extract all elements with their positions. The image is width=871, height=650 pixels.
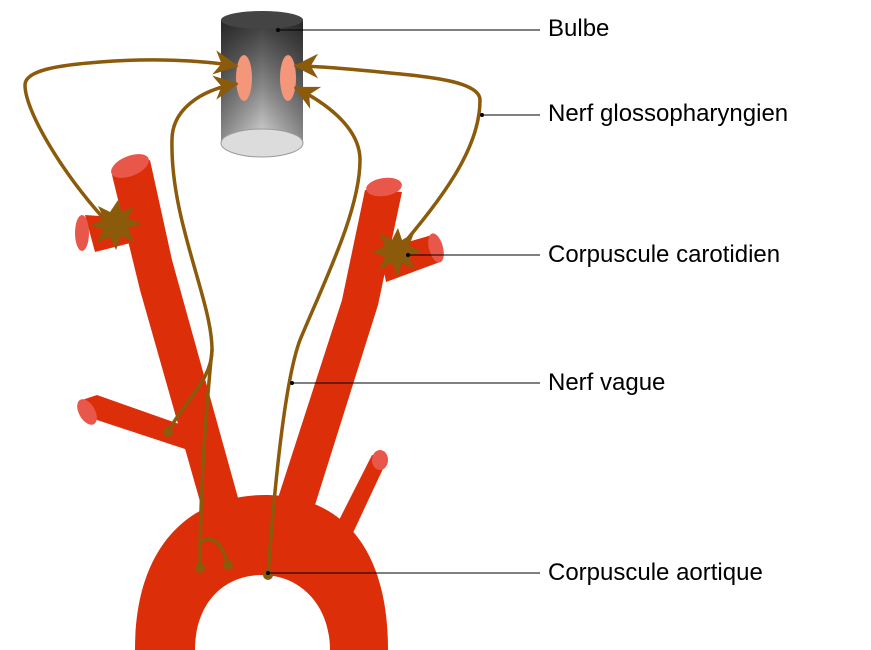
nucleus-left xyxy=(236,55,252,101)
label-nerf-vague: Nerf vague xyxy=(548,369,665,397)
artery-end xyxy=(75,215,89,251)
left-carotid xyxy=(112,160,240,512)
label-corpuscule-aortique: Corpuscule aortique xyxy=(548,559,763,587)
nucleus-right xyxy=(280,55,296,101)
label-bulbe: Bulbe xyxy=(548,15,609,43)
artery-end xyxy=(372,450,388,470)
label-corpuscule-carotidien: Corpuscule carotidien xyxy=(548,241,780,269)
label-nerf-glossopharyngien: Nerf glossopharyngien xyxy=(548,100,788,128)
